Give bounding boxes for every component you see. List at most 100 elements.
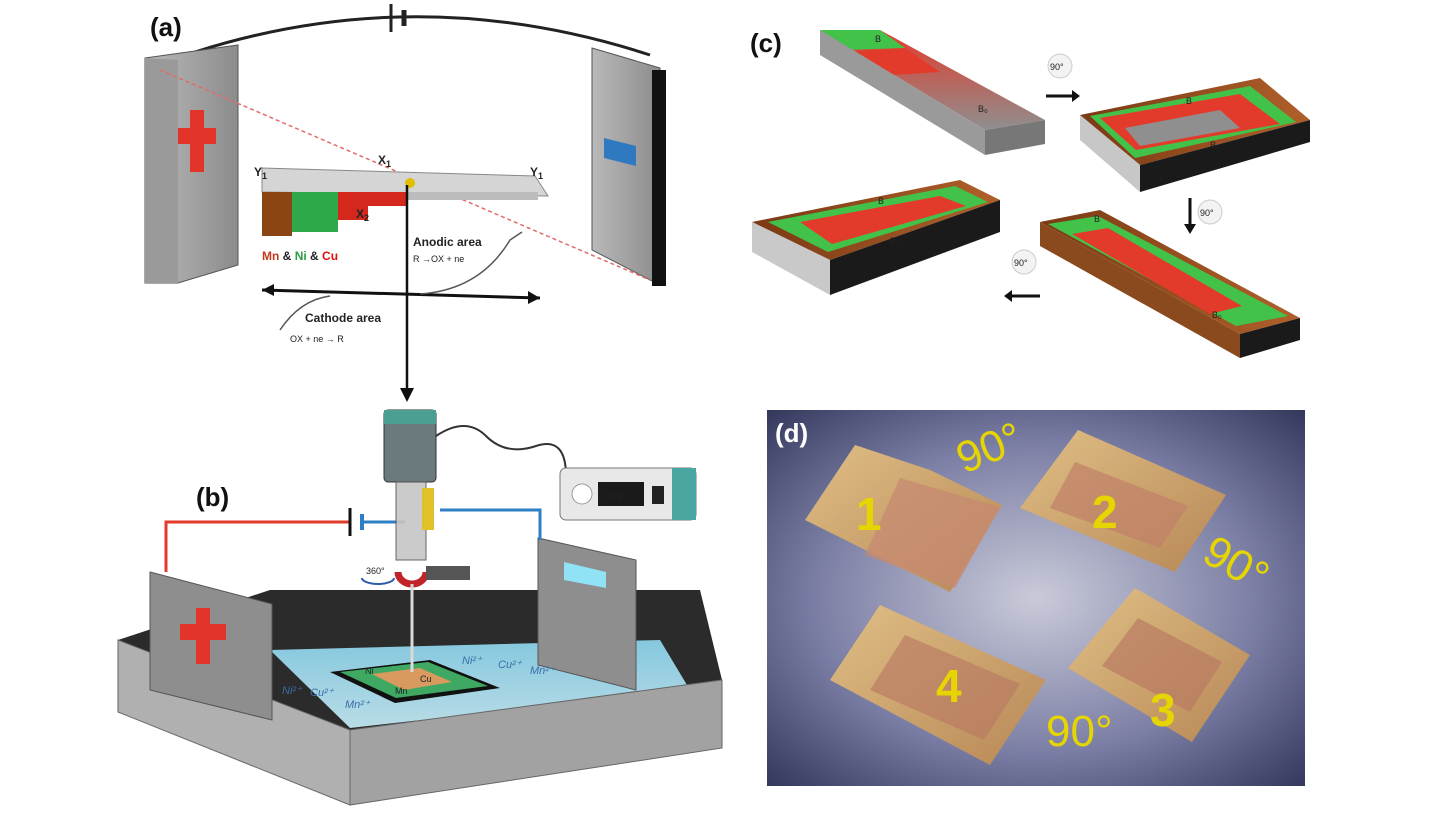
legend-cu: Cu: [322, 249, 338, 263]
sample-strip-top: [261, 167, 549, 197]
rotate-label-1: 90°: [1050, 62, 1064, 72]
panel-d: (d) 1 2 3 4 90° 90° 90°: [767, 410, 1305, 786]
anode-plate-side: [145, 58, 178, 283]
block2-mark-b0: B₀: [1210, 140, 1220, 150]
probe-arrow-head: [400, 388, 414, 402]
minus-icon: [604, 138, 636, 166]
panel-a: (a) X1 Y1 Y1 X2 Mn & Ni: [144, 4, 666, 402]
substrate-label-ni: Ni: [365, 666, 374, 676]
block1-mark-b: B: [875, 34, 881, 44]
cathode-area-label: Cathode area: [305, 311, 381, 325]
block3-mark-b0: B₀: [890, 236, 900, 246]
ion-cu-1: Cu²⁺: [310, 687, 335, 699]
plus-icon: [178, 110, 216, 172]
legend-ni: Ni: [295, 249, 307, 263]
bath-plus-icon: [180, 608, 226, 664]
spindle-scale: [422, 488, 434, 530]
cathode-plate: [591, 47, 661, 286]
potentiostat-readout: 01.V: [604, 491, 623, 501]
rotate-label-3: 90°: [1014, 258, 1028, 268]
rotate-icon-2: [1197, 199, 1223, 225]
y-left-label: Y1: [254, 165, 267, 181]
cathode-plate-edge: [652, 70, 666, 286]
potentiostat-switch: [652, 486, 664, 504]
bath-minus-icon: [564, 562, 606, 588]
blue-wire-2: [440, 508, 542, 540]
tank-front-right: [349, 679, 723, 806]
block4-mark-b0: B₀: [1212, 310, 1222, 320]
anodic-equation: R →OX + ne: [413, 254, 464, 264]
red-wire: [164, 520, 350, 572]
substrate-label-mn: Mn: [395, 686, 408, 696]
panel-a-label: (a): [150, 12, 182, 42]
cathode-equation: OX + ne → R: [290, 334, 344, 344]
rotate-icon-1: [1047, 53, 1073, 79]
panel-d-label: (d): [775, 418, 808, 448]
ion-ni-1: Ni²⁺: [282, 685, 303, 697]
potential-axis: [261, 288, 541, 300]
strip-ni-zone: [292, 192, 338, 232]
rotate-label-2: 90°: [1200, 208, 1214, 218]
panel-c-label: (c): [750, 28, 782, 58]
legend-amp-1: &: [283, 249, 292, 263]
ion-mn-2: Mn²⁺: [530, 665, 556, 677]
rotate-icon-3: [1011, 249, 1037, 275]
axis-arrow-left: [262, 284, 274, 296]
substrate-center: [372, 668, 452, 690]
sample-3-zone: [1102, 618, 1222, 712]
side-connector: [426, 566, 470, 580]
block3-red: [800, 196, 966, 244]
sample-label-3: 3: [1150, 684, 1176, 736]
legend-mn: Mn: [262, 249, 279, 263]
wire-arc: [194, 15, 651, 57]
x1-label: X1: [378, 153, 391, 169]
element-legend: Mn & Ni & Cu: [262, 249, 338, 263]
rotation-arrow-icon: [361, 577, 395, 585]
substrate-label-cu: Cu: [420, 674, 432, 684]
block1-mark-b0: B₀: [978, 104, 988, 114]
sample-label-1: 1: [856, 488, 882, 540]
block4-mark-b: B: [1094, 214, 1100, 224]
anodic-curve: [419, 231, 523, 295]
block3-side: [752, 222, 830, 295]
spindle-clamp: [394, 571, 430, 588]
block1-front: [985, 120, 1045, 155]
y-right-label: Y1: [530, 165, 543, 181]
potentiostat-knob: [571, 483, 593, 505]
axis-arrow-right: [528, 291, 540, 304]
block1-side: [820, 30, 985, 155]
block3-front: [830, 200, 1000, 295]
spindle-body: [395, 481, 427, 561]
panel-c: (c) B B₀ 90° B B₀ 90° B B₀: [750, 28, 1310, 358]
legend-amp-2: &: [310, 249, 319, 263]
x2-label: X2: [356, 207, 369, 223]
bath-cathode: [537, 537, 637, 691]
panel-b: (b) Ni Cu Mn Ni²⁺ Cu²⁺ Mn²⁺ Ni²⁺ Cu²⁺: [117, 409, 723, 806]
sample-label-4: 4: [936, 660, 962, 712]
cathodic-curve: [279, 295, 331, 331]
ion-mn-1: Mn²⁺: [345, 699, 371, 711]
step-arrow-3-head: [1004, 290, 1012, 302]
sample-4-zone: [870, 635, 1020, 740]
block2-side: [1080, 115, 1140, 192]
anodic-area-label: Anodic area: [413, 235, 482, 249]
potentiostat-screen: [598, 482, 644, 506]
ion-cu-2: Cu²⁺: [498, 659, 523, 671]
block2-mark-b: B: [1186, 96, 1192, 106]
step-arrow-2-head: [1184, 224, 1196, 234]
strip-mn-zone: [262, 192, 292, 236]
panel-b-label: (b): [196, 482, 229, 512]
sample-1-zone: [865, 478, 1000, 588]
strip-cu-zone-2: [368, 192, 408, 206]
angle-label-3: 90°: [1046, 707, 1113, 756]
ion-ni-2: Ni²⁺: [462, 655, 483, 667]
bath-anode: [149, 571, 273, 721]
rotation-label: 360°: [366, 566, 385, 576]
step-arrow-1-head: [1072, 90, 1080, 102]
block4-side: [1040, 222, 1240, 358]
spindle-cap: [384, 410, 436, 424]
block3-mark-b: B: [878, 196, 884, 206]
block4-red: [1072, 228, 1242, 314]
potentiostat-side: [672, 468, 696, 520]
